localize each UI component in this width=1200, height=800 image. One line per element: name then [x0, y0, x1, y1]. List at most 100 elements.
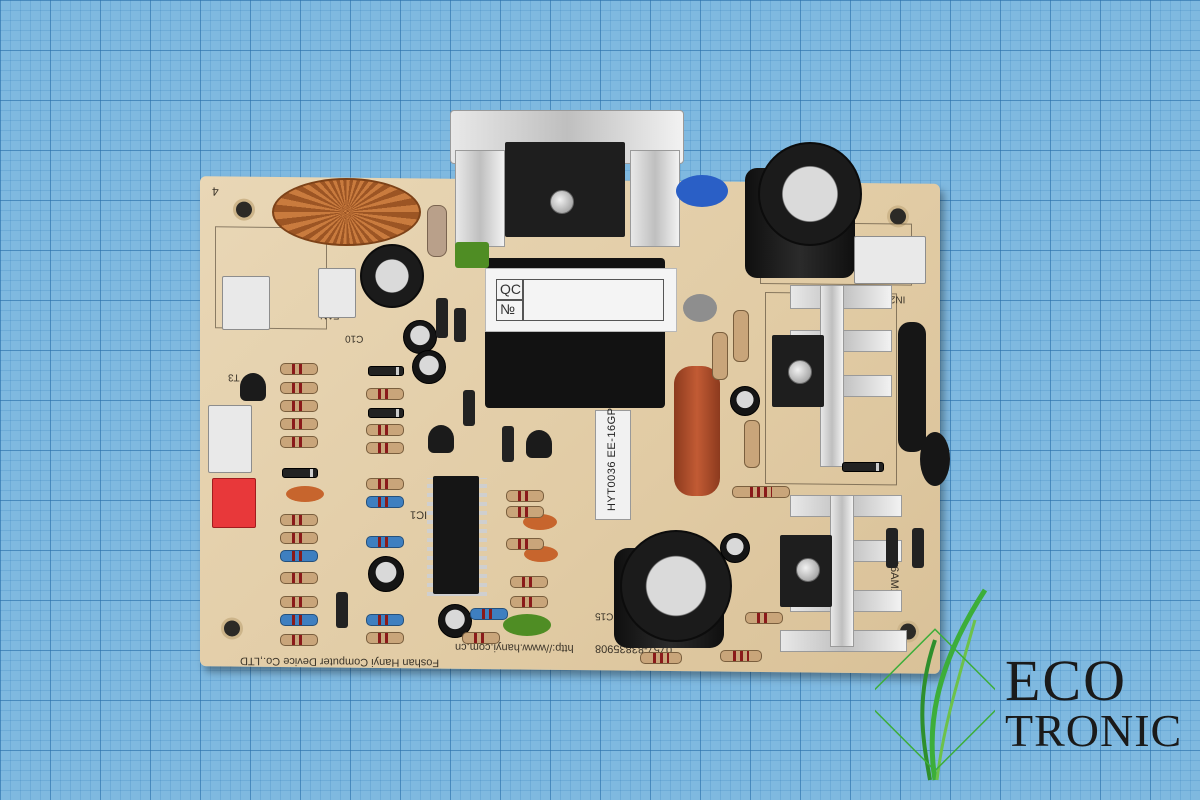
resistor: [506, 506, 544, 518]
number-sign: №: [500, 301, 516, 317]
resistor: [744, 420, 760, 468]
resistor: [745, 612, 783, 624]
screw: [550, 190, 574, 214]
resistor: [733, 310, 749, 362]
transistor: [526, 430, 552, 458]
small-capacitor: [403, 320, 437, 354]
mounting-hole: [890, 208, 906, 225]
thermistor: [683, 294, 717, 322]
logo-line-tronic: TRONIC: [1005, 705, 1183, 756]
ic-label: IC1: [410, 508, 428, 521]
electrolytic-capacitor-c10: [360, 244, 424, 308]
fuse-resistor: [427, 205, 447, 257]
ceramic-capacitor-green: [503, 614, 551, 636]
diode: [282, 468, 318, 478]
leaf-logo-icon: [875, 588, 995, 781]
corner-mark: 4: [212, 184, 219, 199]
resistor: [366, 424, 404, 436]
resistor: [506, 538, 544, 550]
toroid-inductor: [272, 178, 421, 246]
diode: [368, 408, 404, 418]
connector-ac-input: [854, 236, 926, 284]
mounting-hole: [224, 620, 240, 637]
logo-line-eco: ECO: [1005, 648, 1127, 713]
resistor: [510, 596, 548, 608]
ceramic-capacitor: [676, 175, 728, 207]
resistor: [366, 632, 404, 644]
ic-chip: [433, 476, 479, 594]
small-capacitor: [368, 556, 404, 592]
resistor: [470, 608, 508, 620]
connector-fan: [318, 268, 356, 318]
diode: [336, 592, 348, 628]
resistor: [506, 490, 544, 502]
resistor: [280, 614, 318, 626]
heatsink-spine: [830, 495, 854, 647]
resistor: [280, 363, 318, 375]
resistor: [720, 650, 762, 662]
diode: [886, 528, 898, 568]
diode: [912, 528, 924, 568]
diode: [368, 366, 404, 376]
ceramic-capacitor: [523, 514, 557, 530]
transformer-code: HYT0036 EE-16GP: [606, 407, 618, 512]
resistor: [280, 572, 318, 584]
film-capacitor-green: [455, 242, 489, 268]
screw: [788, 360, 812, 384]
heatsink-spine: [820, 285, 844, 467]
t3-label: T3: [228, 371, 240, 383]
small-capacitor: [720, 533, 750, 563]
resistor: [462, 632, 500, 644]
resistor: [712, 332, 728, 380]
film-capacitor: [674, 366, 720, 496]
cap-c10-label: C10: [345, 332, 364, 344]
diode: [454, 308, 466, 342]
regulator-tab: [505, 142, 625, 237]
diode: [502, 426, 514, 462]
screw: [796, 558, 820, 582]
qc-label: QC №: [485, 268, 677, 332]
connector-red: [212, 478, 256, 528]
small-capacitor: [412, 350, 446, 384]
resistor: [280, 514, 318, 526]
mounting-hole: [236, 201, 252, 218]
heatsink-fin: [455, 150, 505, 247]
ceramic-capacitor: [524, 546, 558, 562]
small-transformer: HYT0036 EE-16GP: [595, 407, 631, 520]
connector-power: [222, 276, 270, 330]
electrolytic-capacitor-large: [758, 142, 862, 246]
cap-c15-label: C15: [595, 610, 614, 622]
ceramic-capacitor: [286, 486, 324, 502]
resistor: [280, 532, 318, 544]
power-resistor: [898, 322, 926, 452]
heatsink-fin: [630, 150, 680, 247]
diode: [842, 462, 884, 472]
diode: [463, 390, 475, 426]
connector-white: [208, 405, 252, 473]
resistor: [280, 382, 318, 394]
resistor: [280, 436, 318, 448]
resistor: [366, 496, 404, 508]
transistor: [240, 373, 266, 401]
transistor: [428, 425, 454, 453]
resistor: [640, 652, 682, 664]
resistor: [510, 576, 548, 588]
diode: [436, 298, 448, 338]
electrolytic-capacitor-c15: [620, 530, 732, 642]
company-text: Foshan Hanyi Computer Device Co.,LTD: [240, 654, 440, 669]
resistor: [366, 388, 404, 400]
resistor: [280, 596, 318, 608]
resistor: [366, 478, 404, 490]
resistor: [366, 536, 404, 548]
qc-text: QC: [500, 281, 521, 297]
small-capacitor: [730, 386, 760, 416]
resistor: [366, 614, 404, 626]
resistor: [280, 418, 318, 430]
brand-logo: ECO TRONIC: [1005, 652, 1182, 754]
resistor: [280, 634, 318, 646]
varistor: [920, 432, 950, 486]
resistor: [280, 550, 318, 562]
resistor: [280, 400, 318, 412]
resistor: [732, 486, 790, 498]
